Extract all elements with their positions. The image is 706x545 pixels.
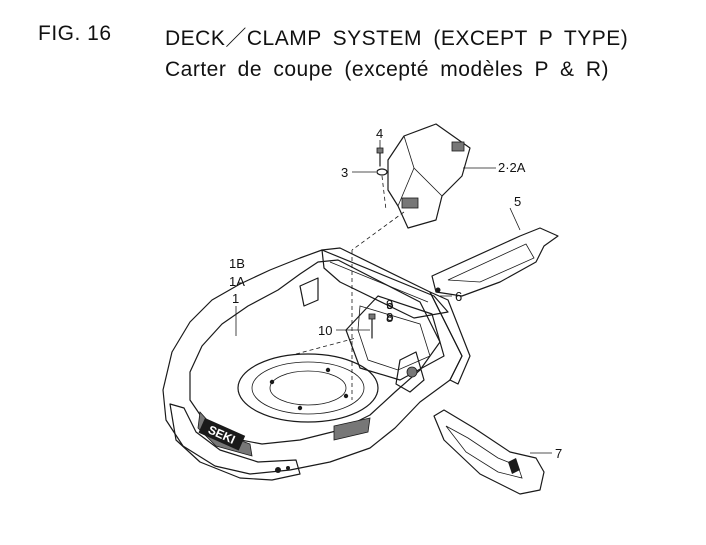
part-label-4: 4 xyxy=(376,126,383,141)
part-label-9: 9 xyxy=(386,297,393,312)
part-label-5: 5 xyxy=(514,194,521,209)
title-french: Carter de coupe (excepté modèles P & R) xyxy=(165,58,609,81)
part-label-1a: 1A xyxy=(229,274,245,289)
part-label-3: 3 xyxy=(341,165,348,180)
part-label-2: 2·2A xyxy=(498,160,526,175)
part-label-7: 7 xyxy=(555,446,562,461)
title-english: DECK／CLAMP SYSTEM (EXCEPT P TYPE) xyxy=(165,27,629,50)
part-label-1: 1 xyxy=(232,291,239,306)
leader-lines xyxy=(235,140,552,454)
part-label-6: 6 xyxy=(455,289,462,304)
screw-and-washer xyxy=(376,147,388,176)
part-label-10: 10 xyxy=(318,323,332,338)
chute-cover-part xyxy=(387,123,471,229)
figure-number: FIG. 16 xyxy=(38,22,112,45)
part-label-1b: 1B xyxy=(229,256,245,271)
mower-deck-part: SEKI xyxy=(162,247,471,481)
guard-plate-part xyxy=(433,409,545,495)
part-label-8: 8 xyxy=(386,310,393,325)
bolt-parts xyxy=(368,302,394,339)
side-flap-part xyxy=(431,227,559,297)
